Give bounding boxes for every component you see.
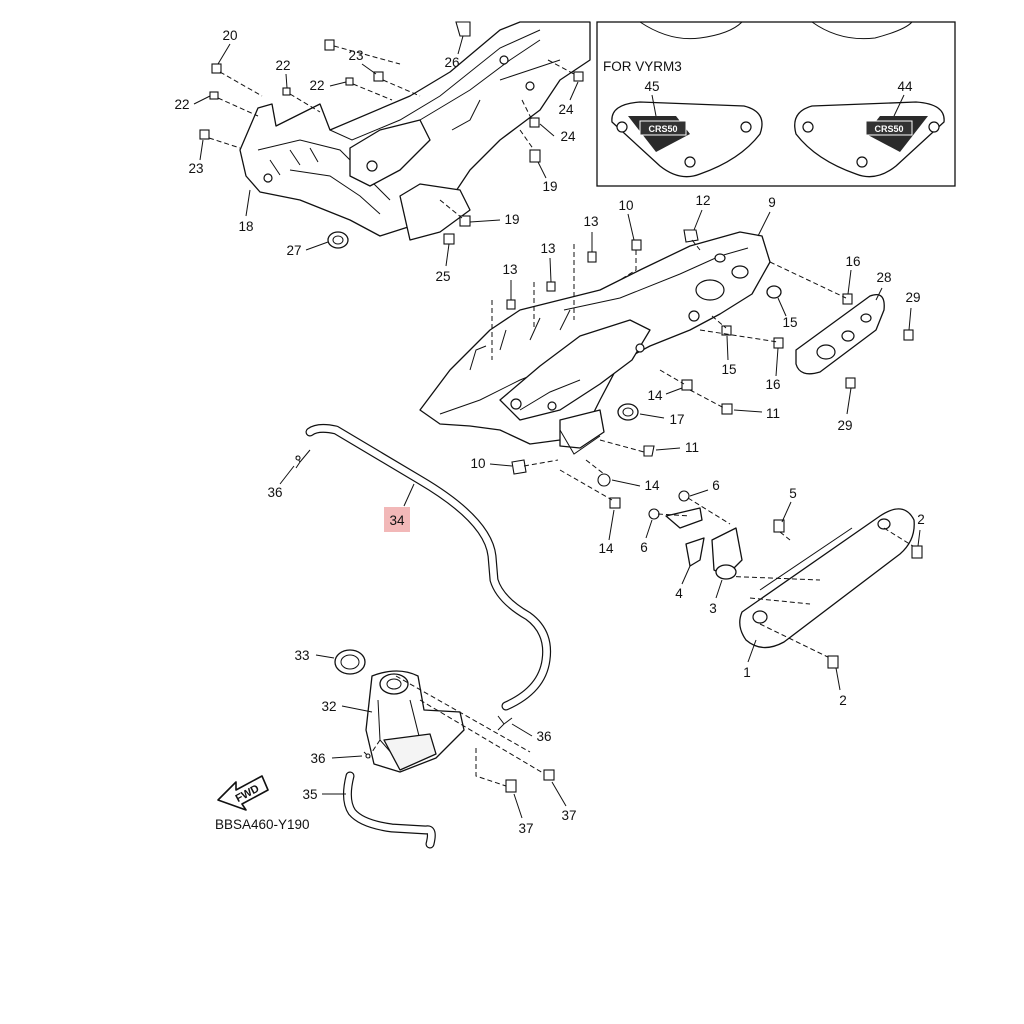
callout-24[interactable]: 24	[560, 129, 576, 144]
reservoir-assembly	[334, 649, 555, 849]
callout-5[interactable]: 5	[789, 486, 797, 501]
catalog-code: BBSA460-Y190	[215, 817, 310, 832]
callout-35[interactable]: 35	[302, 787, 317, 802]
callout-24[interactable]: 24	[558, 102, 574, 117]
side-cover-emblem-right: CRS50	[794, 101, 945, 178]
callout-22[interactable]: 22	[174, 97, 189, 112]
callout-10[interactable]: 10	[470, 456, 485, 471]
callout-4[interactable]: 4	[675, 586, 683, 601]
callout-20[interactable]: 20	[222, 28, 237, 43]
callout-32[interactable]: 32	[321, 699, 336, 714]
callout-45[interactable]: 45	[644, 79, 659, 94]
callout-44[interactable]: 44	[897, 79, 913, 94]
callout-14[interactable]: 14	[644, 478, 660, 493]
callout-6[interactable]: 6	[712, 478, 720, 493]
upper-fasteners	[199, 21, 584, 249]
callout-37[interactable]: 37	[518, 821, 533, 836]
emblem-text-left: CRS50	[648, 124, 677, 134]
callout-13[interactable]: 13	[502, 262, 517, 277]
breather-hose-34: 34 36	[267, 423, 552, 711]
callout-22[interactable]: 22	[309, 78, 324, 93]
callout-3[interactable]: 3	[709, 601, 717, 616]
callout-2[interactable]: 2	[839, 693, 847, 708]
fwd-arrow: FWD	[217, 775, 269, 811]
callout-33[interactable]: 33	[294, 648, 309, 663]
callout-16[interactable]: 16	[765, 377, 780, 392]
callout-23[interactable]: 23	[348, 48, 363, 63]
callout-17[interactable]: 17	[669, 412, 684, 427]
callout-26[interactable]: 26	[444, 55, 459, 70]
callout-36[interactable]: 36	[267, 485, 282, 500]
callout-14[interactable]: 14	[647, 388, 663, 403]
callout-23[interactable]: 23	[188, 161, 203, 176]
upper-frame	[239, 21, 591, 241]
reservoir-callouts: 33 32 36 36 35 37 37	[294, 648, 576, 836]
callout-11[interactable]: 11	[766, 406, 780, 421]
bracket-28	[795, 293, 885, 375]
callout-10[interactable]: 10	[618, 198, 633, 213]
callout-1[interactable]: 1	[743, 665, 751, 680]
emblem-text-right: CRS50	[874, 124, 903, 134]
inset-panel: FOR VYRM3 CRS50 CRS50 45 44	[596, 21, 956, 187]
callout-22[interactable]: 22	[275, 58, 290, 73]
callout-27[interactable]: 27	[286, 243, 301, 258]
callout-13[interactable]: 13	[583, 214, 598, 229]
callout-36[interactable]: 36	[536, 729, 551, 744]
callout-19[interactable]: 19	[542, 179, 557, 194]
callout-12[interactable]: 12	[695, 193, 710, 208]
rear-callouts: 10 12 9 13 13 13 16 28 29 15 15 16 14 17…	[470, 193, 920, 493]
rear-frame	[419, 231, 771, 455]
callout-2[interactable]: 2	[917, 512, 925, 527]
callout-29[interactable]: 29	[905, 290, 920, 305]
bracket-plate-1	[719, 508, 917, 661]
upper-callouts: 20 22 22 23 22 23 26 24 24 19 19 18 27 2…	[174, 28, 579, 284]
callout-15[interactable]: 15	[782, 315, 797, 330]
callout-16[interactable]: 16	[845, 254, 860, 269]
callout-34[interactable]: 34	[389, 513, 405, 528]
callout-37[interactable]: 37	[561, 808, 576, 823]
rear-fasteners	[491, 229, 914, 509]
callout-11[interactable]: 11	[685, 440, 699, 455]
callout-6[interactable]: 6	[640, 540, 648, 555]
callout-25[interactable]: 25	[435, 269, 450, 284]
callout-15[interactable]: 15	[721, 362, 736, 377]
bracket-parts-3-6	[648, 490, 923, 669]
side-cover-emblem-left: CRS50	[611, 101, 763, 178]
highlight-marker	[384, 507, 410, 532]
callout-29[interactable]: 29	[837, 418, 852, 433]
callout-36[interactable]: 36	[310, 751, 325, 766]
callout-28[interactable]: 28	[876, 270, 891, 285]
callout-14[interactable]: 14	[598, 541, 614, 556]
callout-19[interactable]: 19	[504, 212, 519, 227]
inset-title: FOR VYRM3	[603, 59, 682, 74]
callout-9[interactable]: 9	[768, 195, 776, 210]
callout-18[interactable]: 18	[238, 219, 253, 234]
callout-13[interactable]: 13	[540, 241, 555, 256]
bracket-callouts: 6 5 14 6 2 4 3 1 2	[598, 478, 924, 708]
